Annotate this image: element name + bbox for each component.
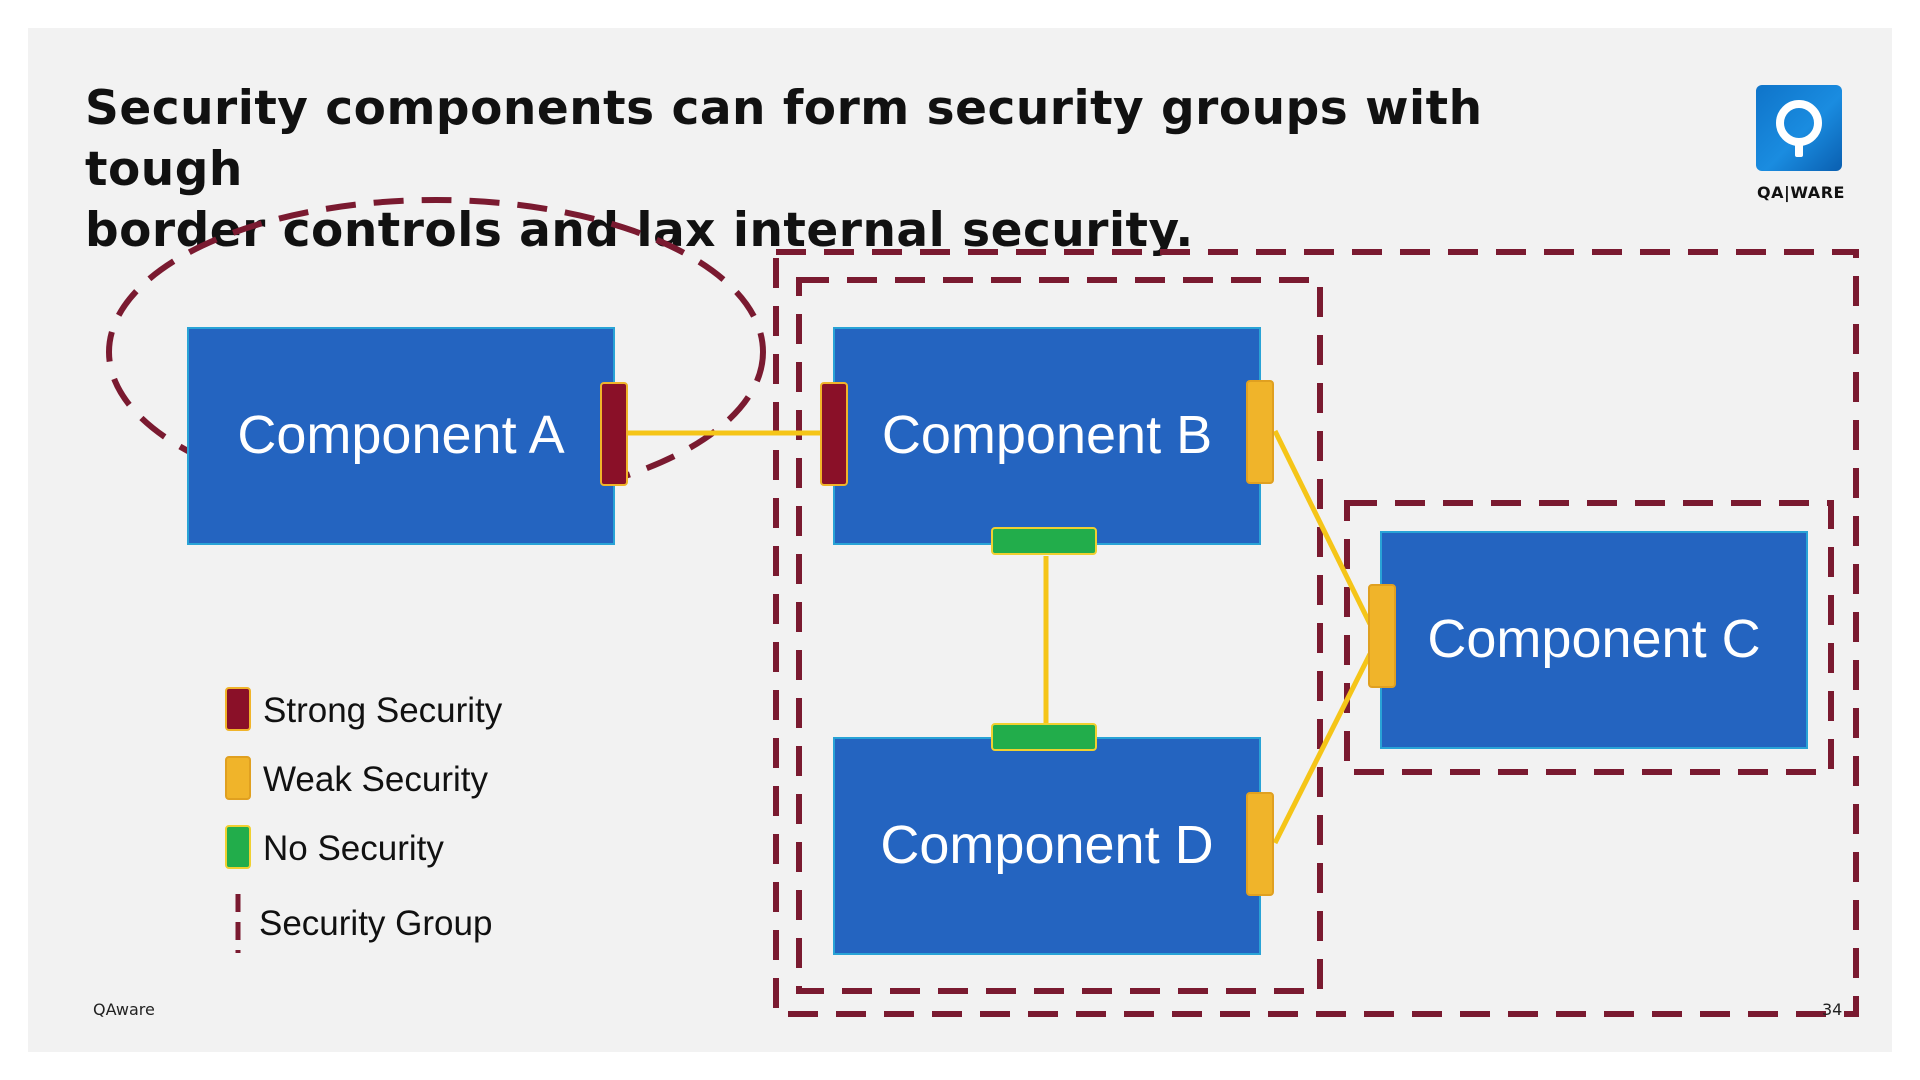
component-c-box: [1380, 531, 1808, 749]
component-d-label: Component D: [880, 815, 1213, 875]
legend-group-label: Security Group: [259, 904, 492, 943]
component-b-box: [833, 327, 1261, 545]
connector-b-c: [1272, 429, 1373, 626]
slide-title-line-1: Security components can form security gr…: [85, 81, 1483, 197]
strong-port-b: [820, 382, 848, 486]
component-c-label: Component C: [1427, 609, 1760, 669]
legend-none-swatch: [225, 825, 251, 869]
legend: Strong Security Weak Security No Securit…: [225, 687, 503, 953]
legend-weak-swatch: [225, 756, 251, 800]
legend-weak-label: Weak Security: [263, 760, 488, 799]
logo-q-glyph: [1776, 100, 1822, 157]
legend-strong-swatch: [225, 687, 251, 731]
slide-title: Security components can form security gr…: [85, 78, 1585, 261]
security-diagram: Component A Component B Component C Comp…: [106, 197, 1859, 1017]
strong-port-a: [600, 382, 628, 486]
weak-port-c: [1368, 584, 1396, 688]
legend-strong-label: Strong Security: [263, 691, 503, 730]
footer-company: QAware: [93, 1000, 155, 1019]
no-security-port-d: [991, 723, 1097, 751]
legend-none-label: No Security: [263, 829, 444, 868]
security-group-outer: [773, 249, 1859, 1017]
component-a-label: Component A: [237, 405, 564, 465]
security-group-c: [1344, 500, 1834, 775]
security-group-bd: [796, 277, 1323, 994]
slide: Security components can form security gr…: [28, 28, 1892, 1052]
logo-wordmark: QA|WARE: [1757, 183, 1845, 202]
component-b-label: Component B: [882, 405, 1212, 465]
weak-port-b: [1246, 380, 1274, 484]
no-security-port-b: [991, 527, 1097, 555]
weak-port-d: [1246, 792, 1274, 896]
component-d-box: [833, 737, 1261, 955]
page-number: 34: [1822, 1000, 1843, 1019]
qaware-logo: QA|WARE: [1756, 85, 1846, 202]
connector-d-c: [1272, 652, 1373, 845]
component-a-box: [187, 327, 615, 545]
qaware-logo-icon: [1756, 85, 1842, 171]
